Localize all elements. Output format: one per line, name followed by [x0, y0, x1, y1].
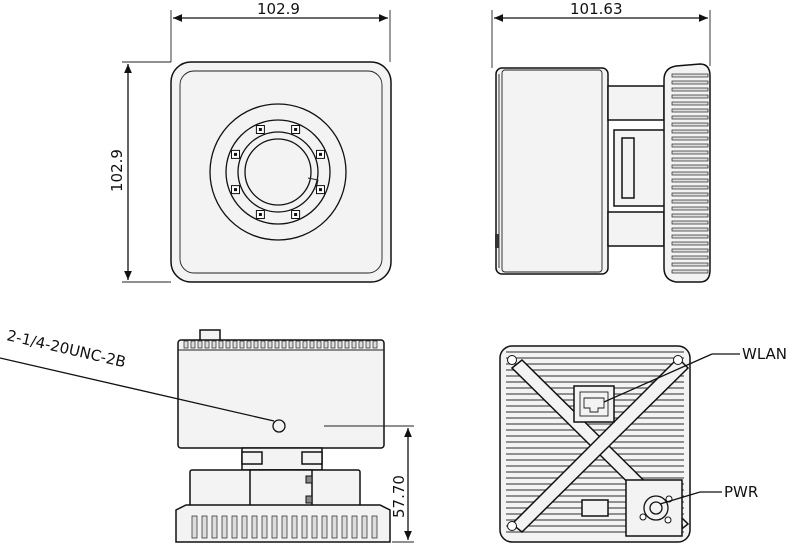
bottom-height-dimension: 57.70	[324, 425, 414, 543]
front-width-dimension: 102.9	[170, 0, 391, 62]
mount-thread-hole	[272, 419, 286, 433]
side-depth-dimension: 101.63	[491, 0, 711, 68]
wlan-callout: WLAN	[603, 345, 787, 403]
pwr-callout: PWR	[659, 483, 758, 505]
side-depth-label: 101.63	[570, 0, 623, 18]
bottom-view	[175, 329, 391, 543]
front-width-label: 102.9	[257, 0, 300, 18]
mount-thread-label: 2-1/4-20UNC-2B	[5, 326, 127, 371]
wlan-label: WLAN	[742, 345, 787, 363]
front-view	[170, 61, 392, 283]
side-view	[495, 63, 711, 283]
front-height-label: 102.9	[108, 149, 126, 192]
front-height-dimension: 102.9	[108, 61, 171, 283]
power-jack	[643, 495, 669, 521]
bottom-height-label: 57.70	[390, 475, 408, 518]
pwr-label: PWR	[724, 483, 758, 501]
rear-view	[499, 345, 691, 543]
